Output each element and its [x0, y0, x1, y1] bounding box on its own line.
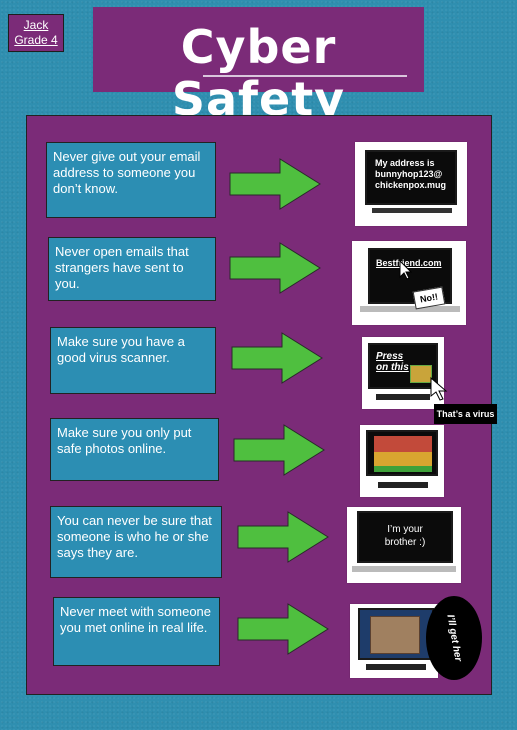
photo-monitor-screen — [366, 430, 438, 476]
virus-monitor-screen: Press on this — [368, 343, 438, 389]
page-title: Cyber Safety — [171, 20, 346, 126]
press-link: Press on this — [376, 351, 409, 373]
mouse-pointer-icon — [399, 260, 413, 280]
site-link: Bestfriend.com — [376, 258, 442, 268]
virus-image — [410, 365, 432, 383]
author-name: Jack — [23, 18, 49, 32]
email-line-1: My address is — [375, 158, 435, 168]
email-line-2: bunnyhop123@ — [375, 169, 443, 179]
arrow-right-icon — [233, 424, 325, 476]
monitor-stand — [378, 482, 428, 488]
meet-monitor-screen — [358, 608, 434, 660]
hand-cursor-icon — [430, 376, 448, 401]
title-underline — [203, 75, 407, 77]
speech-bubble: I’ll get her — [426, 596, 482, 680]
arrow-right-icon — [237, 511, 329, 563]
laptop-base — [352, 566, 456, 572]
tip-4: Make sure you only put safe photos onlin… — [50, 418, 219, 481]
tip-6: Never meet with someone you met online i… — [53, 597, 220, 666]
laptop-base — [360, 306, 460, 312]
arrow-right-icon — [229, 158, 321, 210]
grass — [374, 466, 432, 472]
speech-text: I’ll get her — [444, 613, 464, 663]
arrow-right-icon — [229, 242, 321, 294]
tip-2: Never open emails that strangers have se… — [48, 237, 216, 301]
keyboard — [372, 208, 452, 213]
brother-laptop-screen: I’m your brother :) — [357, 511, 453, 563]
arrow-right-icon — [231, 332, 323, 384]
monitor-stand — [366, 664, 426, 670]
tip-1: Never give out your email address to som… — [46, 142, 216, 218]
building-lower — [374, 452, 432, 466]
stranger-image — [370, 616, 420, 654]
author-tag: Jack Grade 4 — [8, 14, 64, 52]
brother-line-1: I’m your — [387, 524, 423, 535]
tip-3: Make sure you have a good virus scanner. — [50, 327, 216, 394]
email-monitor-screen: My address is bunnyhop123@ chickenpox.mu… — [365, 150, 457, 205]
monitor-stand — [376, 394, 430, 400]
email-line-3: chickenpox.mug — [375, 180, 447, 190]
author-grade: Grade 4 — [14, 33, 58, 47]
tip-5: You can never be sure that someone is wh… — [50, 506, 222, 578]
virus-tooltip: That’s a virus — [434, 404, 497, 424]
building-image — [374, 436, 432, 452]
brother-line-2: brother :) — [384, 537, 426, 548]
title-banner: Cyber Safety — [93, 7, 424, 125]
arrow-right-icon — [237, 603, 329, 655]
